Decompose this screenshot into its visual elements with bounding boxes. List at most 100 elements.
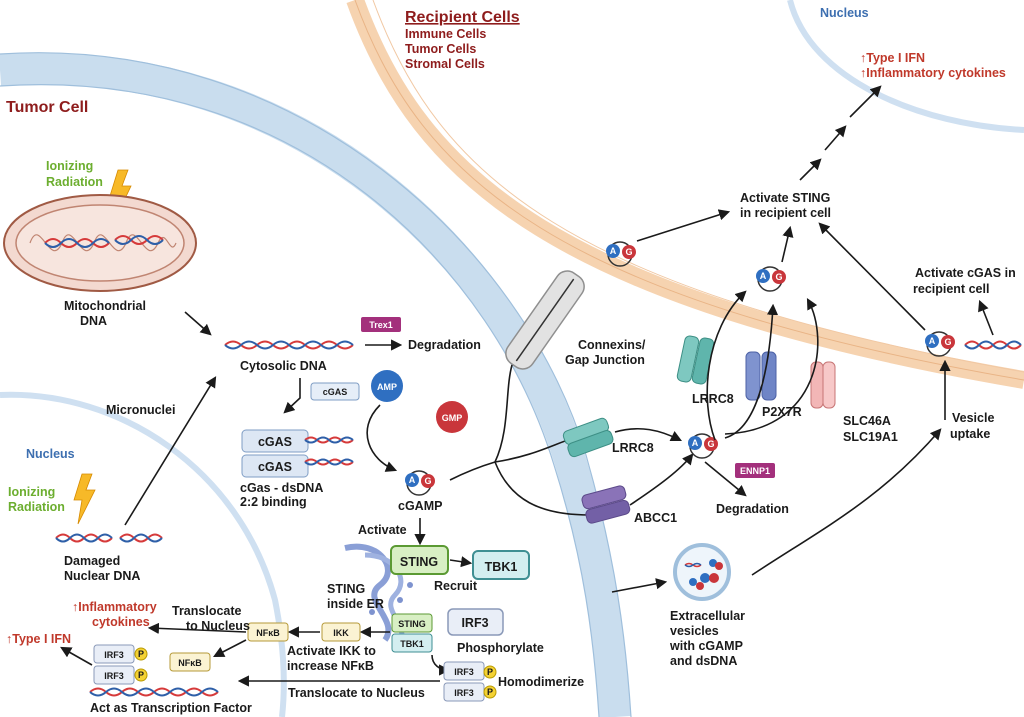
nfkb-box-1 xyxy=(247,622,289,642)
nfkb-box-2 xyxy=(169,652,211,672)
cgamp-g-r3: G xyxy=(944,337,951,347)
cgas-binding-2: 2:2 binding xyxy=(240,495,307,509)
ev-label-1: Extracellular xyxy=(670,609,745,623)
activate-sting-label-1: Activate STING xyxy=(740,191,830,205)
cgas-small-label: cGAS xyxy=(323,387,348,397)
activate-sting-label-2: in recipient cell xyxy=(740,206,831,220)
phospho-label-2: P xyxy=(487,687,493,697)
mitochondrion-icon xyxy=(3,194,197,292)
nfkb-label-2: NFκB xyxy=(178,658,202,668)
recipient-type-tumor: Tumor Cells xyxy=(405,42,476,56)
phospho-label-1: P xyxy=(487,667,493,677)
enpp1-label: ENNP1 xyxy=(740,466,770,476)
cgas-box-2 xyxy=(241,454,309,478)
lrrc8-recipient-label: LRRC8 xyxy=(692,392,734,406)
trex1-badge xyxy=(361,317,401,332)
cgamp-icon-recipient-1 xyxy=(606,241,636,267)
mito-dna-label-1: Mitochondrial xyxy=(64,299,146,313)
lrrc8-channel-tumor xyxy=(562,417,614,458)
enpp1-badge xyxy=(735,463,775,478)
cgas-binding-1: cGas - dsDNA xyxy=(240,481,323,495)
translocate-label-1b: to Nucleus xyxy=(186,619,250,633)
ionizing-label-3: Ionizing xyxy=(8,485,55,499)
tbk1-label: TBK1 xyxy=(485,560,518,574)
ev-label-4: and dsDNA xyxy=(670,654,737,668)
nucleus-bottom xyxy=(0,391,287,717)
irf3-dimer-label-2: IRF3 xyxy=(454,688,474,698)
tbk1-box xyxy=(472,550,530,580)
extracellular-vesicle-icon xyxy=(673,543,731,601)
homodimerize-label: Homodimerize xyxy=(498,675,584,689)
output-type1-ifn: ↑Type I IFN xyxy=(860,51,925,65)
gmp-label: GMP xyxy=(442,413,463,423)
recipient-type-stromal: Stromal Cells xyxy=(405,57,485,71)
cgas-box-label-2: cGAS xyxy=(258,460,292,474)
sting-er-label-1: STING xyxy=(327,582,365,596)
activate-ikk-label-1: Activate IKK to xyxy=(287,644,376,658)
cgas-small-box xyxy=(310,382,360,401)
cgamp-a-r1: A xyxy=(610,246,617,256)
activate-label: Activate xyxy=(358,523,407,537)
ionizing-label-1: Ionizing xyxy=(46,159,93,173)
connexins-label-2: Gap Junction xyxy=(565,353,645,367)
cgamp-icon-tumor xyxy=(405,470,435,496)
irf3-nuc-label-1: IRF3 xyxy=(104,650,124,660)
irf3-nuc-label-2: IRF3 xyxy=(104,671,124,681)
trex1-label: Trex1 xyxy=(369,320,393,330)
cgamp-label: cGAMP xyxy=(398,499,442,513)
phospho-icon-4 xyxy=(134,668,148,682)
recruit-label: Recruit xyxy=(434,579,478,593)
abcc1-transporter xyxy=(581,485,631,524)
output-type1-ifn-bottom: ↑Type I IFN xyxy=(6,632,71,646)
damaged-dna-label-1: Damaged xyxy=(64,554,120,568)
cgamp-a-r3: A xyxy=(929,336,936,346)
cgamp-g-r2: G xyxy=(775,272,782,282)
activate-cgas-label-2: recipient cell xyxy=(913,282,989,296)
cgamp-icon-extracellular xyxy=(688,433,718,459)
cgamp-icon-recipient-2 xyxy=(756,266,786,292)
output-inflammatory-bottom-1: ↑Inflammatory xyxy=(72,600,157,614)
amp-icon xyxy=(371,370,403,402)
sting-complex-box xyxy=(391,613,433,633)
cgas-box-label-1: cGAS xyxy=(258,435,292,449)
gmp-icon xyxy=(436,401,468,433)
irf3-label: IRF3 xyxy=(461,616,488,630)
cgamp-g-tumor: G xyxy=(424,476,431,486)
nfkb-label-1: NFκB xyxy=(256,628,280,638)
irf3-nuc-2 xyxy=(93,665,135,685)
irf3-box xyxy=(447,608,504,636)
activate-cgas-label-1: Activate cGAS in xyxy=(915,266,1016,280)
tumor-cell-title: Tumor Cell xyxy=(6,99,88,116)
ionizing-label-4: Radiation xyxy=(8,500,65,514)
lrrc8-channel-recipient xyxy=(676,335,715,385)
slc-transporter xyxy=(810,361,836,409)
recipient-dna-icon xyxy=(964,340,1022,350)
ikk-label: IKK xyxy=(333,628,349,638)
cgamp-a-ext: A xyxy=(692,438,699,448)
phosphorylate-label: Phosphorylate xyxy=(457,641,544,655)
mito-dna-label-2: DNA xyxy=(80,314,107,328)
translocate-label-1a: Translocate xyxy=(172,604,242,618)
vesicle-uptake-label-2: uptake xyxy=(950,427,990,441)
tbk1-complex-box xyxy=(391,633,433,653)
cgamp-icon-recipient-3 xyxy=(925,331,955,357)
degradation-label-2: Degradation xyxy=(716,502,789,516)
output-inflammatory: ↑Inflammatory cytokines xyxy=(860,66,1006,80)
nucleus-top-label: Nucleus xyxy=(820,6,869,20)
damaged-dna-label-2: Nuclear DNA xyxy=(64,569,140,583)
connexins-label-1: Connexins/ xyxy=(578,338,646,352)
irf3-dimer-label-1: IRF3 xyxy=(454,667,474,677)
degradation-label-1: Degradation xyxy=(408,338,481,352)
cgamp-a-r2: A xyxy=(760,271,767,281)
cytosolic-dna-icon xyxy=(224,340,354,350)
irf3-nuc-1 xyxy=(93,644,135,664)
ev-label-3: with cGAMP xyxy=(669,639,743,653)
phospho-icon-3 xyxy=(134,647,148,661)
cytosolic-dna-label: Cytosolic DNA xyxy=(240,359,327,373)
micronuclei-label: Micronuclei xyxy=(106,403,175,417)
amp-label: AMP xyxy=(377,382,397,392)
output-inflammatory-bottom-2: cytokines xyxy=(92,615,150,629)
phospho-label-3: P xyxy=(138,649,144,659)
slc-label-1: SLC46A xyxy=(843,414,891,428)
